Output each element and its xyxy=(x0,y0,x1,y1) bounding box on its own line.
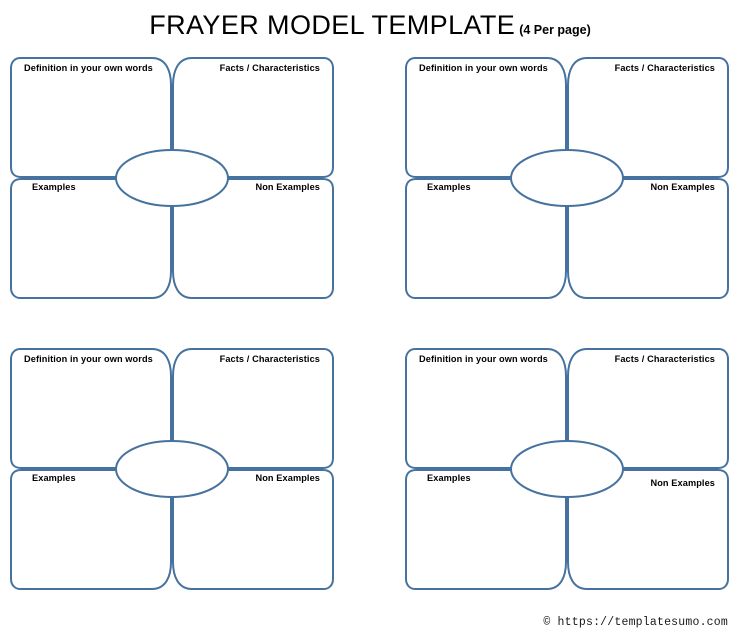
frayer-model-3: Definition in your own words Facts / Cha… xyxy=(10,348,334,590)
quadrant-facts-shape[interactable] xyxy=(567,57,729,178)
quadrant-definition-shape[interactable] xyxy=(405,348,567,469)
quadrant-facts-shape[interactable] xyxy=(172,57,334,178)
quadrant-non-examples-shape[interactable] xyxy=(172,178,334,299)
quadrant-non-examples-shape[interactable] xyxy=(567,469,729,590)
label-facts: Facts / Characteristics xyxy=(615,63,715,73)
label-facts: Facts / Characteristics xyxy=(220,354,320,364)
label-facts: Facts / Characteristics xyxy=(615,354,715,364)
frayer-model-4: Definition in your own words Facts / Cha… xyxy=(405,348,729,590)
page-title-subtitle: (4 Per page) xyxy=(519,23,591,37)
quadrant-non-examples-shape[interactable] xyxy=(172,469,334,590)
label-examples: Examples xyxy=(32,182,76,192)
label-examples: Examples xyxy=(32,473,76,483)
quadrant-examples-shape[interactable] xyxy=(405,178,567,299)
label-definition: Definition in your own words xyxy=(419,63,548,73)
center-concept-ellipse[interactable] xyxy=(115,440,229,498)
quadrant-facts-shape[interactable] xyxy=(172,348,334,469)
footer: © https://templatesumo.com xyxy=(0,612,740,630)
quadrant-examples-shape[interactable] xyxy=(10,178,172,299)
quadrant-non-examples-shape[interactable] xyxy=(567,178,729,299)
label-non-examples: Non Examples xyxy=(255,473,320,483)
label-definition: Definition in your own words xyxy=(419,354,548,364)
frayer-model-2: Definition in your own words Facts / Cha… xyxy=(405,57,729,299)
center-concept-ellipse[interactable] xyxy=(115,149,229,207)
label-non-examples: Non Examples xyxy=(650,478,715,488)
quadrant-examples-shape[interactable] xyxy=(405,469,567,590)
footer-copyright-link[interactable]: © https://templatesumo.com xyxy=(543,616,728,629)
label-non-examples: Non Examples xyxy=(255,182,320,192)
center-concept-ellipse[interactable] xyxy=(510,440,624,498)
frayer-model-1: Definition in your own words Facts / Cha… xyxy=(10,57,334,299)
label-definition: Definition in your own words xyxy=(24,354,153,364)
page-title: FRAYER MODEL TEMPLATE(4 Per page) xyxy=(0,10,740,41)
label-definition: Definition in your own words xyxy=(24,63,153,73)
center-concept-ellipse[interactable] xyxy=(510,149,624,207)
label-examples: Examples xyxy=(427,473,471,483)
quadrant-facts-shape[interactable] xyxy=(567,348,729,469)
quadrant-definition-shape[interactable] xyxy=(405,57,567,178)
label-non-examples: Non Examples xyxy=(650,182,715,192)
quadrant-definition-shape[interactable] xyxy=(10,348,172,469)
quadrant-examples-shape[interactable] xyxy=(10,469,172,590)
quadrant-definition-shape[interactable] xyxy=(10,57,172,178)
page-title-main: FRAYER MODEL TEMPLATE xyxy=(149,10,516,40)
label-examples: Examples xyxy=(427,182,471,192)
label-facts: Facts / Characteristics xyxy=(220,63,320,73)
